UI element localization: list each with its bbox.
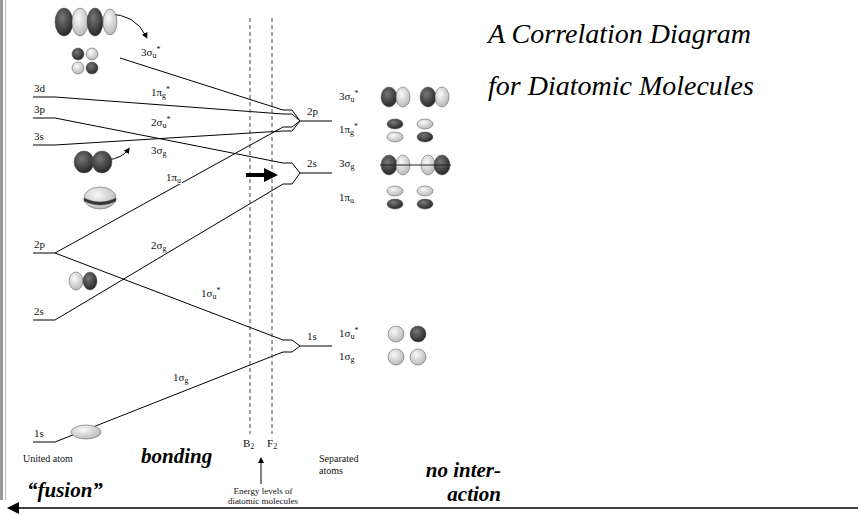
orbital-label: 3σg xyxy=(338,157,355,170)
orbital-label: 3σg xyxy=(150,144,167,157)
level-label: 3p xyxy=(33,103,46,116)
superscript: * xyxy=(354,122,358,131)
superscript: * xyxy=(354,89,358,98)
subscript: 2 xyxy=(273,442,277,451)
superscript: * xyxy=(354,326,358,335)
level-label: 3s xyxy=(33,130,45,143)
level-label: 3d xyxy=(33,82,46,95)
diagram-title: A Correlation Diagram for Diatomic Molec… xyxy=(488,8,766,112)
subscript: 2 xyxy=(250,442,254,451)
subscript: u xyxy=(152,51,156,60)
hand-note: bonding xyxy=(140,444,213,469)
orbital-label: 1σu* xyxy=(338,327,359,340)
orbital-label: 1σg xyxy=(172,371,189,384)
level-label: 2p xyxy=(306,105,319,118)
level-label: 1s xyxy=(33,427,45,440)
orbital-label: 1σg xyxy=(338,350,355,363)
subscript: g xyxy=(350,128,354,137)
subscript: g xyxy=(162,91,166,100)
level-label: 2p xyxy=(33,238,46,251)
orbital-label: 1πg* xyxy=(338,123,359,136)
orbital-label: 1πu xyxy=(338,191,355,204)
orbital-label: 1πg* xyxy=(150,86,171,99)
orbital-label: 1πu xyxy=(165,171,182,184)
orbital-label: 3σu* xyxy=(140,46,161,59)
subscript: g xyxy=(162,244,166,253)
superscript: * xyxy=(166,85,170,94)
superscript: * xyxy=(166,115,170,124)
subscript: u xyxy=(177,176,181,185)
subscript: u xyxy=(212,292,216,301)
subscript: u xyxy=(350,196,354,205)
subscript: g xyxy=(184,376,188,385)
hand-note: “fusion” xyxy=(26,478,104,503)
subscript: g xyxy=(350,355,354,364)
axis-end-label: Separated atoms xyxy=(318,453,382,477)
orbital-label: 2σu* xyxy=(150,116,171,129)
superscript: * xyxy=(156,45,160,54)
level-label: 1s xyxy=(306,330,318,343)
level-label: 2s xyxy=(33,305,45,318)
subscript: g xyxy=(162,149,166,158)
orbital-label: 3σu* xyxy=(338,90,359,103)
axis-note: Energy levels of diatomic molecules xyxy=(219,486,307,507)
molecule-label: B2 xyxy=(242,437,255,450)
superscript: * xyxy=(216,286,220,295)
molecule-label: F2 xyxy=(266,437,278,450)
subscript: g xyxy=(350,162,354,171)
subscript: u xyxy=(162,121,166,130)
subscript: u xyxy=(350,332,354,341)
orbital-label: 1σu* xyxy=(200,287,221,300)
level-label: 2s xyxy=(306,157,318,170)
subscript: u xyxy=(350,95,354,104)
axis-end-label: United atom xyxy=(22,453,76,465)
hand-note: no inter- action xyxy=(398,458,502,506)
orbital-label: 2σg xyxy=(150,239,167,252)
